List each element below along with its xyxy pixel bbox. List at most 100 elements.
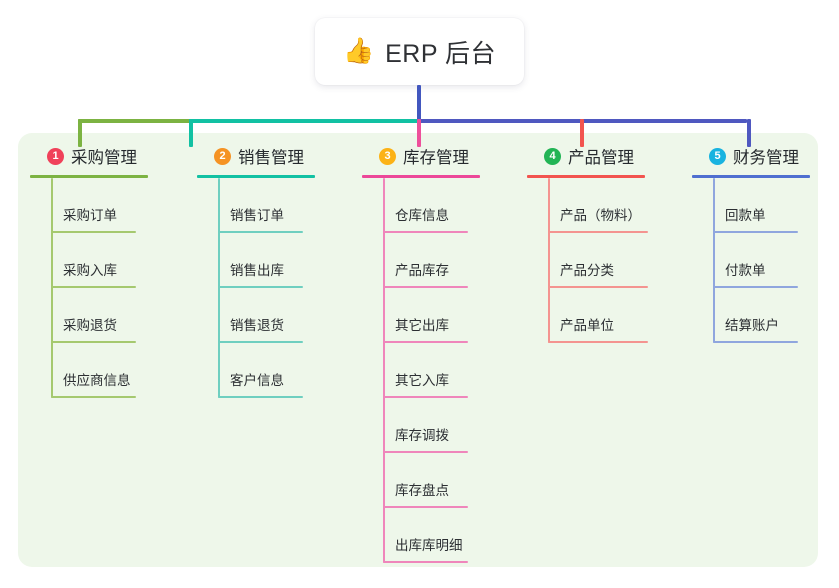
branch-panel-background (18, 133, 818, 567)
leaf-rule (383, 506, 468, 508)
leaf-node[interactable]: 产品单位 (548, 288, 648, 343)
leaf-label: 结算账户 (725, 318, 779, 333)
branch-spine-3 (383, 178, 385, 563)
leaf-node[interactable]: 销售退货 (218, 288, 315, 343)
branch-column-1: 1 采购管理采购订单采购入库采购退货供应商信息 (30, 144, 148, 398)
leaf-label: 采购退货 (63, 318, 117, 333)
branch-title-4: 产品管理 (568, 149, 634, 167)
leaf-rule (383, 286, 468, 288)
branch-header-rule-4 (527, 175, 645, 178)
leaf-label: 库存盘点 (395, 483, 449, 498)
leaf-rule (713, 286, 798, 288)
branch-header-rule-5 (692, 175, 810, 178)
branch-badge-5: 5 (709, 147, 726, 165)
leaf-rule (713, 341, 798, 343)
leaf-label: 出库库明细 (395, 538, 463, 553)
branch-spine-2 (218, 178, 220, 398)
branch-title-5: 财务管理 (733, 149, 799, 167)
leaf-label: 付款单 (725, 263, 766, 278)
branch-header-5[interactable]: 5 财务管理 (692, 144, 810, 168)
leaf-label: 回款单 (725, 208, 766, 223)
leaf-rule (383, 341, 468, 343)
leaf-node[interactable]: 库存盘点 (383, 453, 480, 508)
leaf-node[interactable]: 产品（物料） (548, 178, 648, 233)
leaf-label: 产品单位 (560, 318, 614, 333)
leaf-label: 产品库存 (395, 263, 449, 278)
leaf-node[interactable]: 库存调拨 (383, 398, 480, 453)
leaf-rule (51, 396, 136, 398)
branch-leaf-list-5: 回款单付款单结算账户 (692, 178, 810, 343)
branch-badge-2: 2 (214, 147, 231, 165)
branch-title-3: 库存管理 (403, 149, 469, 167)
branch-spine-4 (548, 178, 550, 343)
leaf-label: 销售订单 (230, 208, 284, 223)
leaf-node[interactable]: 产品分类 (548, 233, 648, 288)
branch-drop-connector-4 (580, 119, 584, 147)
branch-leaf-list-2: 销售订单销售出库销售退货客户信息 (197, 178, 315, 398)
leaf-label: 采购订单 (63, 208, 117, 223)
leaf-rule (218, 341, 303, 343)
branch-title-2: 销售管理 (238, 149, 304, 167)
leaf-rule (218, 231, 303, 233)
leaf-node[interactable]: 其它出库 (383, 288, 480, 343)
leaf-node[interactable]: 仓库信息 (383, 178, 480, 233)
leaf-label: 销售退货 (230, 318, 284, 333)
leaf-label: 仓库信息 (395, 208, 449, 223)
branch-badge-3: 3 (379, 147, 396, 165)
branch-leaf-list-4: 产品（物料） 产品分类产品单位 (527, 178, 648, 343)
leaf-rule (383, 561, 468, 563)
leaf-rule (51, 341, 136, 343)
leaf-label: 销售出库 (230, 263, 284, 278)
leaf-node[interactable]: 采购退货 (51, 288, 148, 343)
branch-header-rule-1 (30, 175, 148, 178)
branch-header-rule-2 (197, 175, 315, 178)
leaf-node[interactable]: 采购订单 (51, 178, 148, 233)
branch-header-1[interactable]: 1 采购管理 (30, 144, 148, 168)
branch-drop-connector-5 (747, 119, 751, 147)
branch-leaf-list-1: 采购订单采购入库采购退货供应商信息 (30, 178, 148, 398)
bus-segment-green (78, 119, 191, 123)
branch-header-rule-3 (362, 175, 480, 178)
leaf-node[interactable]: 销售订单 (218, 178, 315, 233)
branch-badge-1: 1 (47, 147, 64, 165)
leaf-rule (548, 286, 648, 288)
root-node[interactable]: 👍 ERP 后台 (315, 18, 524, 85)
branch-spine-1 (51, 178, 53, 398)
leaf-label: 产品（物料） (560, 208, 641, 223)
branch-column-3: 3 库存管理仓库信息产品库存其它出库其它入库库存调拨库存盘点出库库明细 (362, 144, 480, 563)
bus-segment-teal (189, 119, 419, 123)
leaf-label: 客户信息 (230, 373, 284, 388)
branch-header-2[interactable]: 2 销售管理 (197, 144, 315, 168)
leaf-node[interactable]: 付款单 (713, 233, 810, 288)
leaf-rule (713, 231, 798, 233)
leaf-node[interactable]: 结算账户 (713, 288, 810, 343)
leaf-node[interactable]: 供应商信息 (51, 343, 148, 398)
leaf-node[interactable]: 采购入库 (51, 233, 148, 288)
leaf-node[interactable]: 出库库明细 (383, 508, 480, 563)
leaf-node[interactable]: 产品库存 (383, 233, 480, 288)
root-node-label: ERP 后台 (385, 39, 497, 68)
branch-title-1: 采购管理 (71, 149, 137, 167)
leaf-rule (51, 286, 136, 288)
leaf-label: 库存调拨 (395, 428, 449, 443)
leaf-node[interactable]: 客户信息 (218, 343, 315, 398)
branch-header-3[interactable]: 3 库存管理 (362, 144, 480, 168)
leaf-node[interactable]: 其它入库 (383, 343, 480, 398)
branch-drop-connector-1 (78, 119, 82, 147)
thumbs-up-icon: 👍 (342, 37, 375, 65)
leaf-label: 其它出库 (395, 318, 449, 333)
leaf-rule (51, 231, 136, 233)
leaf-node[interactable]: 回款单 (713, 178, 810, 233)
branch-spine-5 (713, 178, 715, 343)
leaf-node[interactable]: 销售出库 (218, 233, 315, 288)
branch-drop-connector-2 (189, 119, 193, 147)
leaf-label: 采购入库 (63, 263, 117, 278)
leaf-rule (383, 451, 468, 453)
leaf-label: 产品分类 (560, 263, 614, 278)
branch-leaf-list-3: 仓库信息产品库存其它出库其它入库库存调拨库存盘点出库库明细 (362, 178, 480, 563)
leaf-rule (383, 231, 468, 233)
leaf-rule (218, 286, 303, 288)
